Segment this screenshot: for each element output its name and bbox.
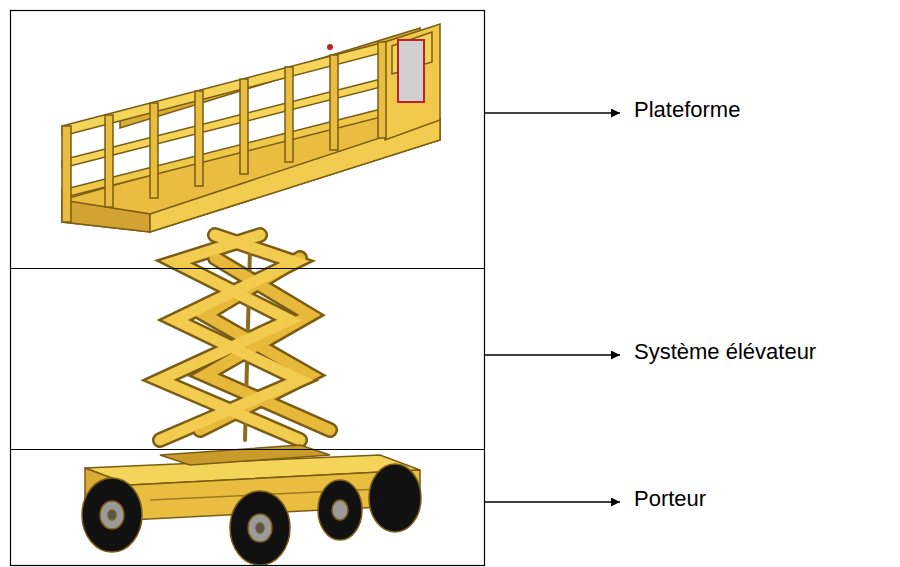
platform [62,24,440,232]
scissor-arms [160,235,330,440]
part-label: Plateforme [634,97,740,123]
part-label: Système élévateur [634,339,816,365]
part-label: Porteur [634,486,706,512]
carrier-base [82,445,421,565]
callout-arrows [484,113,620,502]
band-frame [10,11,485,566]
